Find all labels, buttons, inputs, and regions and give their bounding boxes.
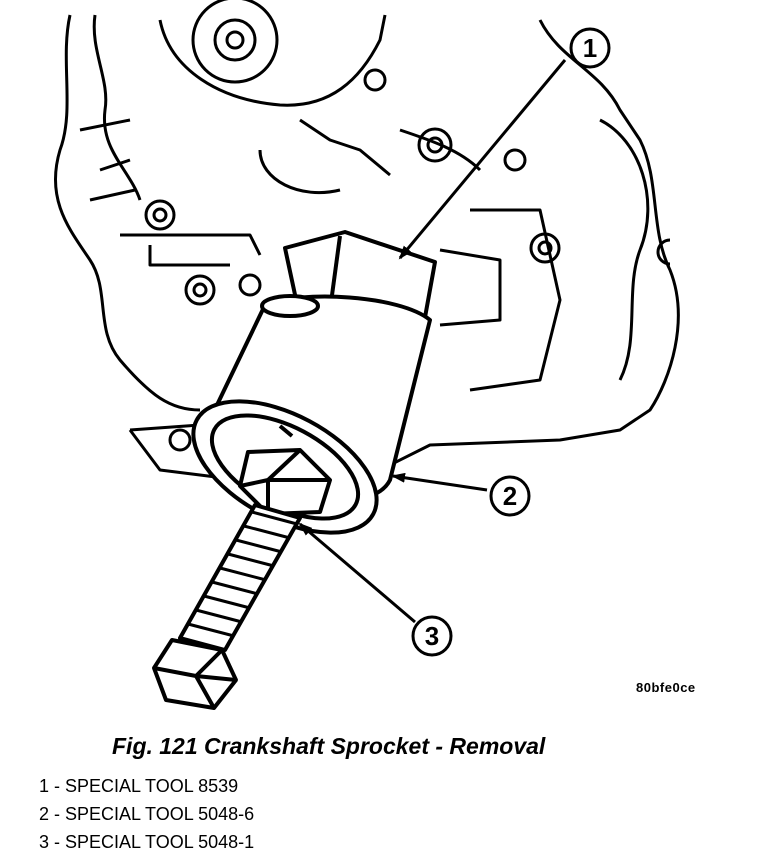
legend-item-1: 1 - SPECIAL TOOL 8539: [39, 776, 239, 796]
legend-item-3: 3 - SPECIAL TOOL 5048-1: [39, 832, 255, 852]
figure-caption: Fig. 121 Crankshaft Sprocket - Removal: [112, 733, 546, 759]
callout-2: 2: [489, 475, 531, 517]
engine-bolts: [144, 68, 671, 452]
legend-item-2: 2 - SPECIAL TOOL 5048-6: [39, 804, 255, 824]
leader-line-3: [298, 522, 416, 624]
leader-line-1: [398, 59, 567, 260]
leader-lines: [298, 59, 567, 624]
callout-2-number: 2: [503, 481, 517, 511]
pulley-hub: [191, 0, 279, 84]
engine-block-outline: [54, 14, 680, 482]
callout-1-number: 1: [583, 33, 597, 63]
forcing-screw: [152, 448, 332, 710]
callout-3-number: 3: [425, 621, 439, 651]
crankshaft-sprocket-removal-illustration: 1 2 3: [54, 0, 680, 710]
callout-1: 1: [569, 27, 611, 69]
leader-line-2: [391, 472, 488, 492]
callout-3: 3: [411, 615, 453, 657]
image-code: 80bfe0ce: [636, 680, 696, 695]
legend-list: 1 - SPECIAL TOOL 8539 2 - SPECIAL TOOL 5…: [39, 772, 254, 856]
